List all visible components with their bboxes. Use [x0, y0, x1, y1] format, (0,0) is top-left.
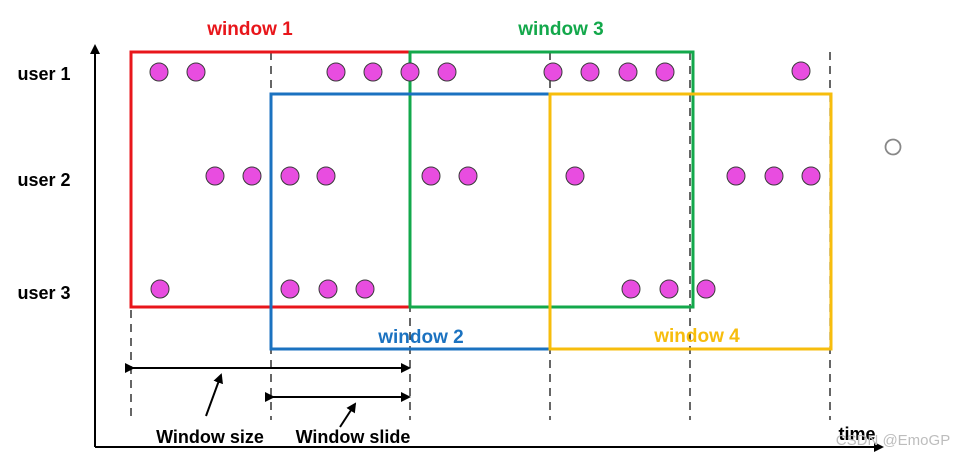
hollow-circle-marker	[884, 138, 902, 156]
time-divisions	[130, 52, 831, 420]
event-dot	[205, 166, 225, 186]
window-2-label: window 2	[377, 327, 464, 348]
event-dot	[316, 166, 336, 186]
row-label-user-2: user 2	[17, 170, 70, 190]
event-dot	[621, 279, 641, 299]
event-dot	[655, 62, 675, 82]
row-label-user-3: user 3	[17, 283, 70, 303]
event-dot	[326, 62, 346, 82]
watermark: CSDN @EmoGP	[836, 432, 950, 449]
event-dot	[726, 166, 746, 186]
event-dot	[618, 62, 638, 82]
event-dot	[280, 279, 300, 299]
event-dot	[696, 279, 716, 299]
event-dot	[437, 62, 457, 82]
event-dot	[150, 279, 170, 299]
event-dot	[580, 62, 600, 82]
event-dot	[280, 166, 300, 186]
event-dot	[764, 166, 784, 186]
window-slide-pointer	[339, 402, 357, 428]
event-dot	[791, 61, 811, 81]
window-slide-label: Window slide	[296, 427, 411, 447]
window-4-label: window 4	[653, 326, 740, 347]
events	[149, 61, 821, 299]
event-dot	[242, 166, 262, 186]
window-3-label: window 3	[517, 19, 604, 40]
window-1-label: window 1	[206, 19, 293, 40]
event-dot	[801, 166, 821, 186]
event-dot	[363, 62, 383, 82]
time-axis-label: time	[838, 424, 875, 444]
event-dot	[659, 279, 679, 299]
event-dot	[421, 166, 441, 186]
event-dot	[565, 166, 585, 186]
event-dot	[186, 62, 206, 82]
event-dot	[355, 279, 375, 299]
event-dot	[543, 62, 563, 82]
window-size-pointer	[205, 373, 223, 417]
event-dot	[458, 166, 478, 186]
event-dot	[318, 279, 338, 299]
row-label-user-1: user 1	[17, 64, 70, 84]
event-dot	[149, 62, 169, 82]
window-size-label: Window size	[156, 427, 264, 447]
event-dot	[400, 62, 420, 82]
window-4-rect	[548, 92, 833, 351]
